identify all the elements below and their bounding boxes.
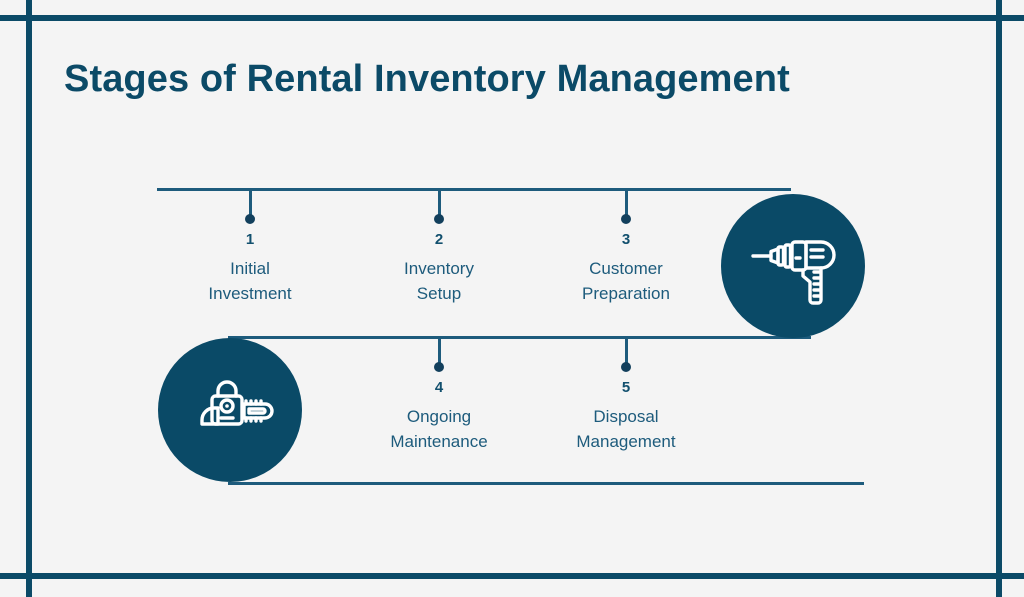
stage-stem <box>624 188 628 219</box>
stage-label: Disposal Management <box>576 407 676 451</box>
stage-label: Ongoing Maintenance <box>390 407 488 451</box>
stage-dot <box>245 214 255 224</box>
stage-number: 4 <box>434 379 444 396</box>
power-drill-icon-circle <box>721 194 865 338</box>
stage-number: 2 <box>434 231 444 248</box>
chainsaw-icon <box>200 380 274 426</box>
stage-dot <box>621 362 631 372</box>
stage-dot <box>434 214 444 224</box>
stage-number: 1 <box>245 231 255 248</box>
stage-stem <box>624 336 628 367</box>
frame-line-top <box>0 15 1024 21</box>
stage-number: 5 <box>621 379 631 396</box>
stage-number: 3 <box>621 231 631 248</box>
timeline-rule-bottom <box>228 482 864 485</box>
stage-stem <box>437 336 441 367</box>
stage-label: Inventory Setup <box>404 259 474 303</box>
stage-stem <box>437 188 441 219</box>
stage-label: Initial Investment <box>208 259 292 303</box>
frame-line-left <box>26 0 32 597</box>
stage-dot <box>434 362 444 372</box>
stage-stem <box>248 188 252 219</box>
stage-dot <box>621 214 631 224</box>
timeline-rule-middle <box>228 336 811 339</box>
frame-line-right <box>996 0 1002 597</box>
chainsaw-icon-circle <box>158 338 302 482</box>
frame-line-bottom <box>0 573 1024 579</box>
stage-label: Customer Preparation <box>582 259 670 303</box>
timeline-rule-top <box>157 188 791 191</box>
power-drill-icon <box>751 240 836 305</box>
page-title: Stages of Rental Inventory Management <box>64 58 790 100</box>
